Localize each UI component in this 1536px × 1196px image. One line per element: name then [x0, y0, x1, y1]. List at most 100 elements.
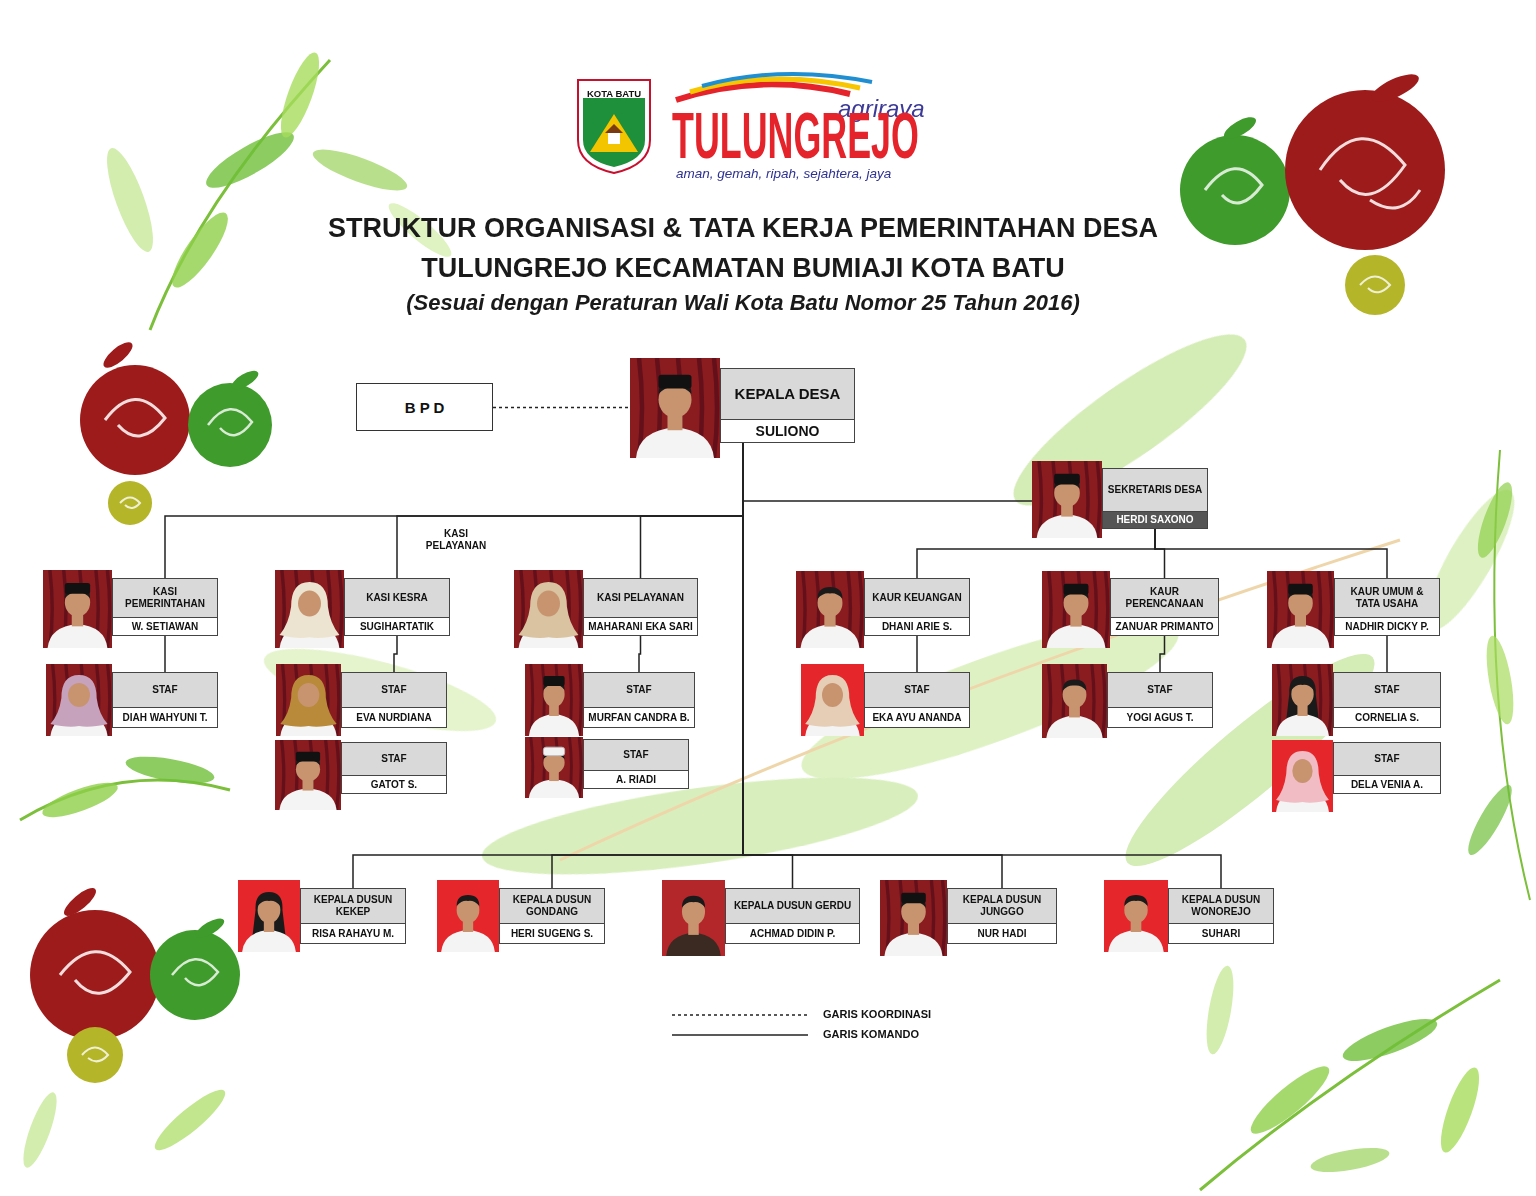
- label-column: KASI PEMERINTAHANW. SETIAWAN: [112, 578, 218, 636]
- title-box: KAUR UMUM & TATA USAHA: [1334, 578, 1440, 618]
- free-label: KASI PELAYANAN: [418, 528, 494, 553]
- person-node: SEKRETARIS DESAHERDI SAXONO: [1032, 461, 1208, 538]
- name-box: SULIONO: [720, 420, 855, 443]
- person-node: STAFA. RIADI: [525, 737, 689, 798]
- photo-background: [1042, 664, 1107, 738]
- person-name: W. SETIAWAN: [132, 621, 199, 633]
- label-column: KAUR KEUANGAN DHANI ARIE S.: [864, 578, 970, 636]
- portrait-hair: [1291, 679, 1313, 690]
- title-box: KAUR PERENCANAAN: [1110, 578, 1219, 618]
- person-name: DHANI ARIE S.: [882, 621, 952, 633]
- decoration-shape: [124, 751, 216, 788]
- portrait-hair: [1063, 679, 1087, 690]
- curtain-fold: [108, 664, 110, 736]
- title-box: KAUR KEUANGAN: [864, 578, 970, 618]
- connector-line: [641, 443, 744, 578]
- portrait-hijab: [280, 675, 336, 727]
- label-column: KASI KESRASUGIHARTATIK: [344, 578, 450, 636]
- label-column: KEPALA DUSUN GONDANGHERI SUGENG S.: [499, 888, 605, 944]
- person-name: CORNELIA S.: [1355, 712, 1419, 724]
- person-name: EVA NURDIANA: [356, 712, 432, 724]
- portrait-hijab: [1276, 751, 1329, 803]
- name-box: HERI SUGENG S.: [499, 924, 605, 944]
- portrait-cap: [543, 747, 564, 755]
- portrait-body: [529, 779, 579, 798]
- position-title: STAF: [904, 684, 929, 696]
- person-name: SUGIHARTATIK: [360, 621, 434, 633]
- label-column: STAF CORNELIA S.: [1333, 672, 1441, 728]
- portrait-photo: [796, 571, 864, 648]
- name-box: NADHIR DICKY P.: [1334, 618, 1440, 636]
- name-box: DIAH WAHYUNI T.: [112, 708, 218, 728]
- curtain-fold: [337, 664, 339, 736]
- decoration-shape: [60, 952, 130, 994]
- portrait-body: [279, 789, 336, 810]
- decoration-shape: [30, 910, 160, 1040]
- box-text: B P D: [405, 399, 445, 416]
- connector-line: [353, 443, 743, 888]
- label-column: STAFYOGI AGUS T.: [1107, 672, 1213, 728]
- name-box: DHANI ARIE S.: [864, 618, 970, 636]
- photo-background: [1032, 461, 1102, 538]
- position-title: KEPALA DUSUN GERDU: [734, 900, 851, 912]
- caption-text: (Sesuai dengan Peraturan Wali Kota Batu …: [406, 290, 1080, 315]
- curtain-fold: [1330, 571, 1332, 648]
- portrait-body: [801, 624, 860, 648]
- portrait-photo: [1042, 571, 1110, 648]
- decoration-shape: [1180, 135, 1290, 245]
- portrait-body: [636, 427, 714, 458]
- decoration-shape: [120, 498, 140, 509]
- portrait-photo: [1272, 740, 1333, 812]
- position-title: KASI PELAYANAN: [597, 592, 684, 604]
- connector-line: [916, 636, 918, 672]
- label-text: KOTA BATU: [587, 89, 641, 100]
- connector-line: [639, 636, 641, 672]
- person-name: A. RIADI: [616, 774, 656, 786]
- decoration-shape: [1345, 255, 1405, 315]
- decoration-shape: [80, 365, 190, 475]
- connector-line: [164, 636, 166, 672]
- portrait-photo: [1104, 880, 1168, 952]
- position-title: KAUR UMUM & TATA USAHA: [1339, 586, 1435, 610]
- position-title: KAUR PERENCANAAN: [1115, 586, 1214, 610]
- legend-item: GARIS KOMANDO: [823, 1028, 919, 1040]
- decoration-shape: [578, 80, 650, 173]
- position-title: STAF: [381, 753, 406, 765]
- decoration-shape: [1433, 1064, 1486, 1157]
- decoration-shape: [1201, 964, 1238, 1056]
- name-box: W. SETIAWAN: [112, 618, 218, 636]
- portrait-hijab: [280, 582, 340, 638]
- photo-background: [796, 571, 864, 648]
- position-title: KEPALA DUSUN JUNGGO: [952, 894, 1052, 918]
- label-column: KAUR PERENCANAAN ZANUAR PRIMANTO: [1110, 578, 1219, 636]
- portrait-photo: [437, 880, 499, 952]
- connector-line: [165, 443, 743, 578]
- curtain-fold: [107, 570, 109, 648]
- decoration-shape: [1471, 479, 1519, 562]
- person-name: HERI SUGENG S.: [511, 928, 593, 940]
- decoration-shape: [17, 1089, 63, 1171]
- photo-background: [1272, 740, 1333, 812]
- person-node: STAFDELA VENIA A.: [1272, 740, 1441, 812]
- person-node: STAF CORNELIA S.: [1272, 664, 1441, 736]
- free-label: KOTA BATU: [578, 83, 650, 101]
- portrait-photo: [275, 570, 344, 648]
- photo-background: [43, 570, 112, 648]
- portrait-body: [1271, 624, 1329, 648]
- position-title: KEPALA DUSUN KEKEP: [305, 894, 401, 918]
- portrait-body: [1047, 624, 1106, 648]
- curtain-fold: [578, 570, 580, 648]
- name-box: ZANUAR PRIMANTO: [1110, 618, 1219, 636]
- decoration-shape: [193, 915, 227, 941]
- person-name: MAHARANI EKA SARI: [588, 621, 693, 633]
- title-box: STAF: [341, 742, 447, 776]
- decoration-shape: [1360, 277, 1390, 293]
- portrait-body: [1037, 514, 1098, 538]
- legend-text: GARIS KOORDINASI: [823, 1008, 931, 1020]
- portrait-hijab: [50, 675, 107, 727]
- portrait-body: [666, 933, 721, 956]
- position-title: STAF: [1374, 684, 1399, 696]
- right-vine: [1461, 450, 1530, 900]
- decoration-shape: [273, 49, 326, 142]
- decoration-shape: [1461, 780, 1518, 859]
